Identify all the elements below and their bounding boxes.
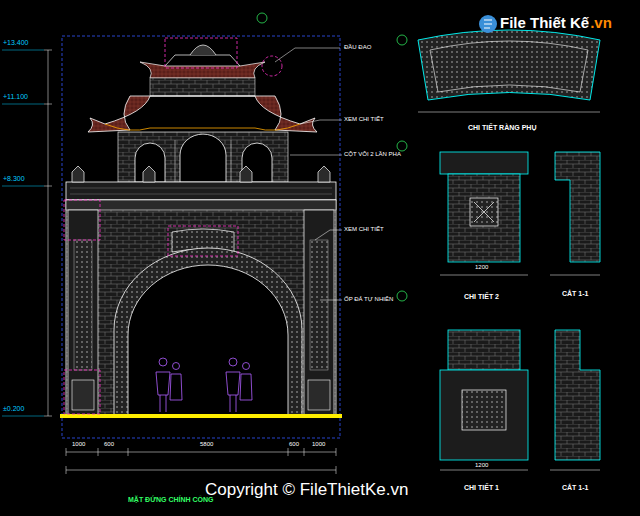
section-title: CẮT 1-1 — [562, 484, 588, 492]
logo-suffix: .vn — [590, 15, 612, 32]
logo-text: File Thiết Kế — [500, 15, 589, 32]
section-title: CẮT 1-1 — [562, 290, 588, 298]
watermark: Copyright © FileThietKe.vn — [205, 481, 408, 500]
detail-title: CHI TIẾT 2 — [464, 293, 499, 301]
level-mark: +13.400 — [3, 39, 29, 47]
detail-title: CHI TIẾT RÀNG PHỤ — [468, 124, 536, 132]
level-mark: +8.300 — [3, 175, 25, 183]
dimension: 1000 — [312, 441, 325, 448]
dimension: 1200 — [475, 462, 488, 469]
detail-title: CHI TIẾT 1 — [464, 484, 499, 492]
dimension: 1000 — [72, 441, 85, 448]
callout-note: CỘT VÔI 2 LẦN PHA — [344, 151, 401, 158]
callout-note: XEM CHI TIẾT — [344, 226, 384, 233]
callout-note: XEM CHI TIẾT — [344, 116, 384, 123]
dimension: 600 — [289, 441, 299, 448]
callout-note: ỐP ĐÁ TỰ NHIÊN — [344, 296, 393, 303]
dimension: 1200 — [475, 264, 488, 271]
level-mark: ±0.200 — [3, 405, 24, 413]
dimension: 600 — [104, 441, 114, 448]
level-mark: +11.100 — [3, 93, 28, 101]
dimension: 5800 — [200, 441, 213, 448]
callout-note: ĐẦU ĐAO — [344, 44, 371, 51]
drawing-caption: MẶT ĐỨNG CHÍNH CỔNG — [128, 496, 214, 504]
